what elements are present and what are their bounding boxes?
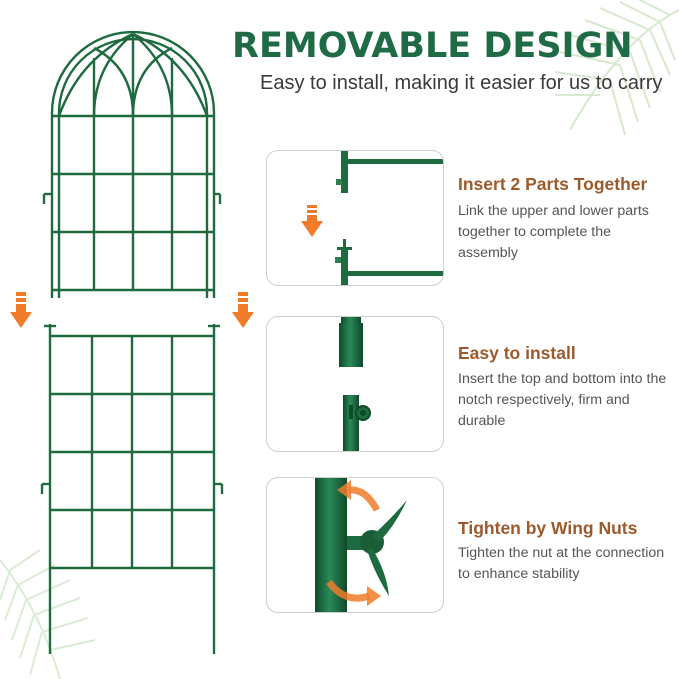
- page-subtitle: Easy to install, making it easier for us…: [260, 72, 663, 94]
- trellis-upper-panel: [42, 30, 222, 298]
- page-title: REMOVABLE DESIGN: [232, 26, 633, 66]
- detail-image-insert-parts: [266, 150, 444, 286]
- down-arrow-icon: [232, 292, 254, 328]
- palm-leaf-icon: [554, 0, 679, 136]
- trellis-lower-panel: [40, 324, 224, 654]
- detail-image-wing-nut: [266, 477, 444, 613]
- down-arrow-icon: [10, 292, 32, 328]
- step-1-description: Link the upper and lower parts together …: [458, 203, 649, 261]
- step-1-title: Insert 2 Parts Together: [458, 174, 648, 194]
- detail-image-notch: [266, 316, 444, 452]
- step-3-title: Tighten by Wing Nuts: [458, 518, 638, 538]
- step-3-description: Tighten the nut at the connection to enh…: [458, 545, 665, 582]
- step-2-description: Insert the top and bottom into the notch…: [458, 371, 667, 429]
- step-2-title: Easy to install: [458, 343, 576, 363]
